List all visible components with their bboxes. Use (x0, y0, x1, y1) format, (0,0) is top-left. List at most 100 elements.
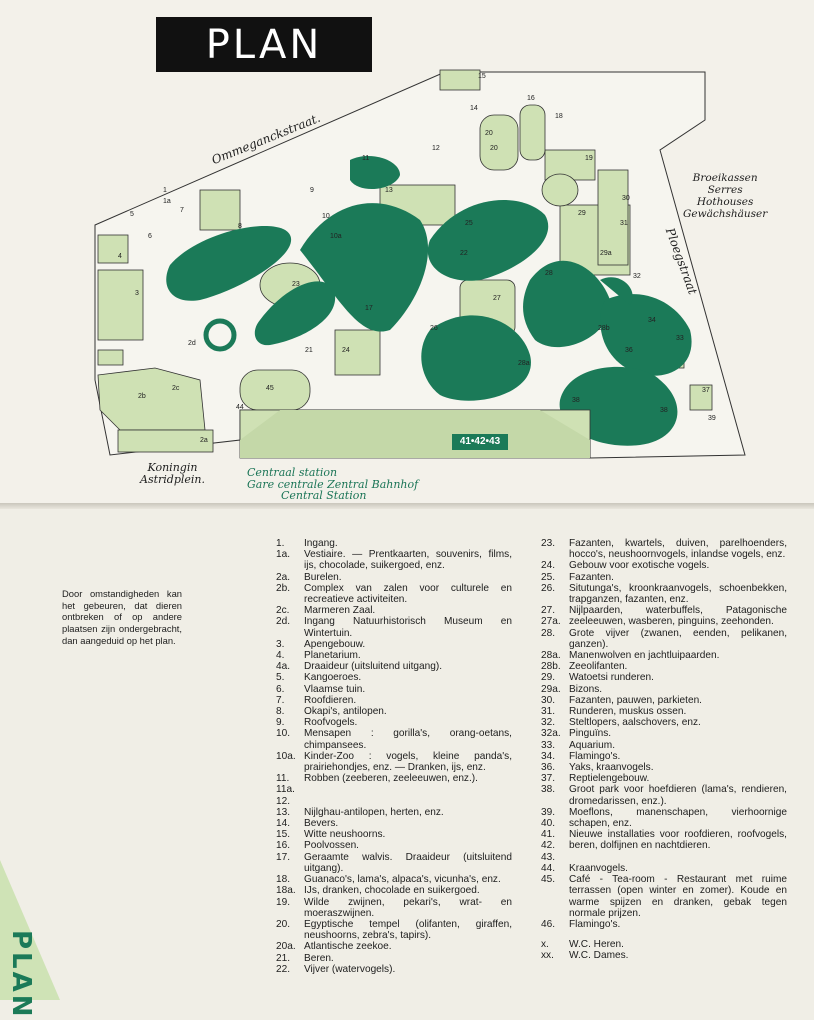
map-label: 45 (266, 385, 274, 392)
legend-text: Kraanvogels. (569, 862, 628, 874)
legend-item: 11. 11a. 12.Robben (zeeberen, zeeleeuwen… (272, 773, 512, 807)
map-label: 10a (330, 233, 342, 240)
legend-text: Geraamte walvis. Draaideur (uitsluitend … (304, 851, 512, 874)
legend-text: Witte neushoorns. (304, 829, 386, 841)
map-label: 25 (465, 220, 473, 227)
legend-item: 15. Witte neushoorns. (272, 829, 512, 840)
map-label: 2c (172, 385, 180, 392)
legend-number: xx. (541, 950, 554, 962)
legend-number: 25. (541, 571, 556, 583)
legend-number: 1. (276, 538, 285, 549)
legend-text: Draaideur (uitsluitend uitgang). (304, 661, 443, 673)
legend-number: 7. (276, 694, 285, 706)
legend-item: 28b.Zeeolifanten. (537, 661, 787, 672)
map-label: 23 (292, 281, 300, 288)
legend-number: 28b. (541, 661, 561, 673)
legend-item: 2d.Ingang Natuurhistorisch Museum en Win… (272, 616, 512, 638)
legend-number: 13. (276, 806, 291, 818)
legend-item: 38.Groot park voor hoefdieren (lama's, r… (537, 784, 787, 806)
station-en: Central Station (281, 489, 367, 502)
legend-number: 31. (541, 706, 556, 718)
legend-item: 44.Kraanvogels. (537, 863, 787, 874)
legend-text: Roofdieren. (304, 694, 357, 706)
legend-text: Okapi's, antilopen. (304, 706, 387, 718)
legend-text: Steltlopers, aalschovers, enz. (569, 717, 701, 729)
legend-text: Beren. (304, 952, 334, 964)
legend-item: 27. 27a.Nijlpaarden, waterbuffels, Patag… (537, 605, 787, 627)
legend-text: Grote vijver (zwanen, eenden, pelikanen,… (569, 627, 787, 650)
legend-text: Fazanten, kwartels, duiven, parelhoender… (569, 538, 787, 561)
legend-text: Situtunga's, kroonkraanvogels, schoenbek… (569, 582, 787, 606)
legend-item: 14.Bevers. (272, 818, 512, 829)
legend-number: 37. (541, 773, 556, 785)
legend-item: 41. 42. 43.Nieuwe installaties voor roof… (537, 829, 787, 863)
map-label: 28a (518, 360, 530, 367)
legend-item: 21. Beren. (272, 953, 512, 964)
side-title: PLAN (6, 930, 36, 1020)
legend-number: 22. (276, 963, 291, 975)
legend-item: 32.Steltlopers, aalschovers, enz. (537, 717, 787, 728)
legend-item: 10. Mensapen : gorilla's, orang-oetans, c… (272, 728, 512, 750)
square-label: Koningin Astridplein. (140, 462, 205, 486)
legend-text: Kinder-Zoo : vogels, kleine panda's, pra… (304, 750, 512, 774)
legend-text: Burelen. (304, 571, 342, 583)
square-line-1: Koningin (147, 461, 198, 474)
legend-item: 31.Runderen, muskus ossen. (537, 706, 787, 717)
legend-number: 15. (276, 829, 291, 841)
legend-number: 16. (276, 840, 291, 852)
legend-item: 6.Vlaamse tuin. (272, 684, 512, 695)
legend-text: Vestiaire. — Prentkaarten, souvenirs, fi… (304, 549, 512, 572)
map-label: 36 (625, 347, 633, 354)
map-label: 28 (545, 270, 553, 277)
legend-number: 29. (541, 672, 556, 684)
legend-number: 36. (541, 762, 556, 774)
legend-number: 2d. (276, 616, 291, 628)
legend-number: 21. (276, 952, 291, 964)
legend-text: Atlantische zeekoe. (304, 941, 392, 953)
legend-item: 28.Grote vijver (zwanen, eenden, pelikan… (537, 628, 787, 650)
corner-decoration (0, 860, 60, 1000)
hothouses-fr: Serres (707, 184, 743, 196)
legend-text: Vlaamse tuin. (304, 683, 366, 695)
map-label: 30 (622, 195, 630, 202)
legend-item: 37.Reptielengebouw. (537, 773, 787, 784)
legend-item: 20.Egyptische tempel (olifanten, giraffe… (272, 919, 512, 941)
legend-number: 2b. (276, 582, 291, 594)
legend-text: Mensapen : gorilla's, orang-oetans, chim… (304, 728, 512, 751)
hothouses-de: Gewächshäuser (683, 208, 768, 220)
square-line-2: Astridplein. (140, 473, 205, 486)
legend-item: 28a.Manenwolven en jachtluipaarden. (537, 650, 787, 661)
map-label: 44 (236, 404, 244, 411)
map-label: 12 (432, 145, 440, 152)
legend-item: 8.Okapi's, antilopen. (272, 706, 512, 717)
legend-item: 5.Kangoeroes. (272, 672, 512, 683)
legend-number: 32a. (541, 728, 561, 740)
legend-number: 18. (276, 874, 291, 886)
legend-number: 1a. (276, 549, 291, 561)
legend-item: 1a. Vestiaire. — Prentkaarten, souvenirs,… (272, 549, 512, 571)
legend-item: 2c.Marmeren Zaal. (272, 605, 512, 616)
legend-text: W.C. Heren. (569, 939, 624, 951)
legend-text: Flamingo's. (569, 750, 621, 762)
legend-number: 30. (541, 694, 556, 706)
legend-number: 10. (276, 728, 291, 740)
legend-item: 7. Roofdieren. (272, 695, 512, 706)
legend-number: 3. (276, 638, 285, 650)
buildings (97, 69, 713, 453)
map-label: 29a (600, 250, 612, 257)
legend-item: 2b.Complex van zalen voor culturele en r… (272, 583, 512, 605)
legend-number: x. (541, 939, 549, 951)
map-label: 1a (163, 198, 171, 205)
page-title: PLAN (156, 17, 372, 72)
map-label: 24 (342, 347, 350, 354)
station-area (239, 409, 591, 459)
legend-item: 4.Planetarium. (272, 650, 512, 661)
legend-item: 3.Apengebouw. (272, 639, 512, 650)
map-label: 38 (660, 407, 668, 414)
legend-number: 38. (541, 784, 556, 796)
legend-item: 32a.Pinguïns. (537, 728, 787, 739)
legend-text: Nieuwe installaties voor roofdieren, roo… (569, 829, 787, 852)
map-label: 18 (555, 113, 563, 120)
map-label: 27 (493, 295, 501, 302)
map-label: 2d (188, 340, 196, 347)
